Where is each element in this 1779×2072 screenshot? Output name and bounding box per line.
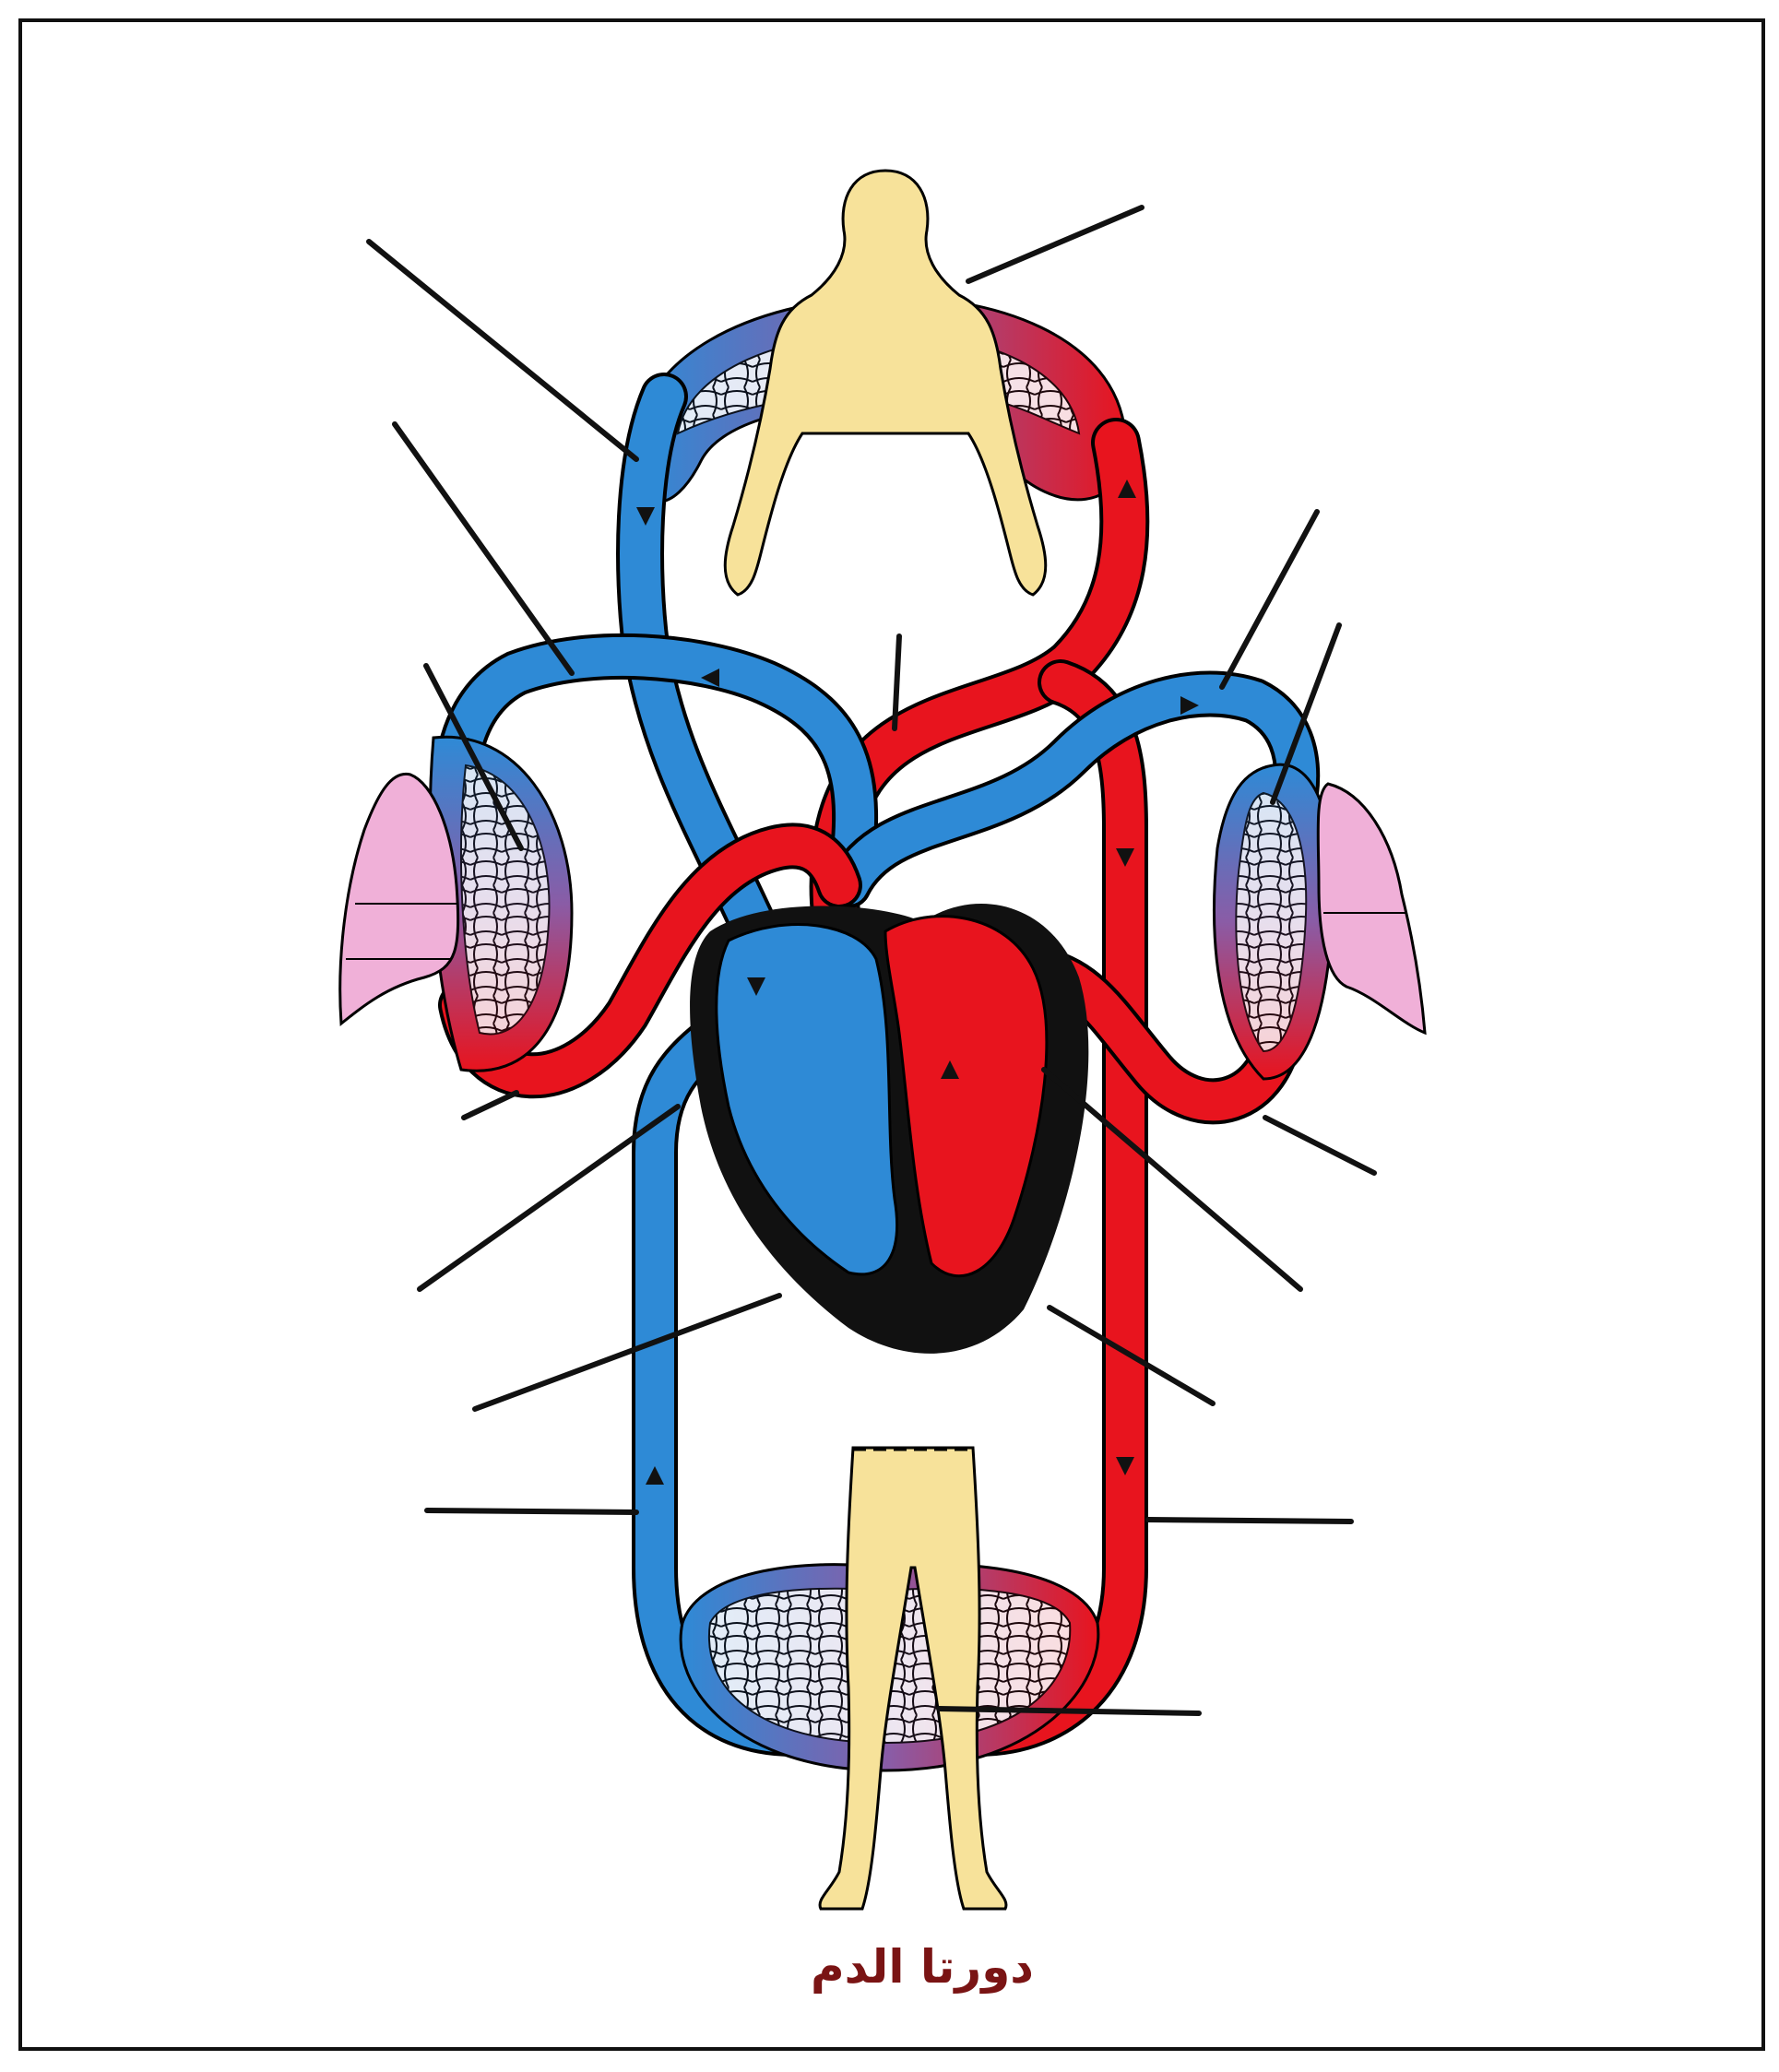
leader-line — [395, 424, 572, 673]
right-lung-capillaries — [1215, 764, 1334, 1079]
leader-line — [464, 1093, 516, 1118]
leader-line — [369, 242, 636, 459]
leader-line — [1148, 1520, 1351, 1521]
right-lung-icon — [1318, 784, 1425, 1033]
heart-icon — [690, 904, 1088, 1354]
diagram-caption: دورتا الدم — [811, 1940, 1034, 1995]
leader-line — [475, 1296, 779, 1409]
leader-line — [1265, 1118, 1374, 1173]
upper-body-figure-icon — [725, 171, 1046, 595]
left-lung-icon — [340, 774, 458, 1024]
leader-line — [968, 207, 1142, 281]
leader-line — [427, 1510, 636, 1512]
leader-line — [1222, 512, 1317, 687]
